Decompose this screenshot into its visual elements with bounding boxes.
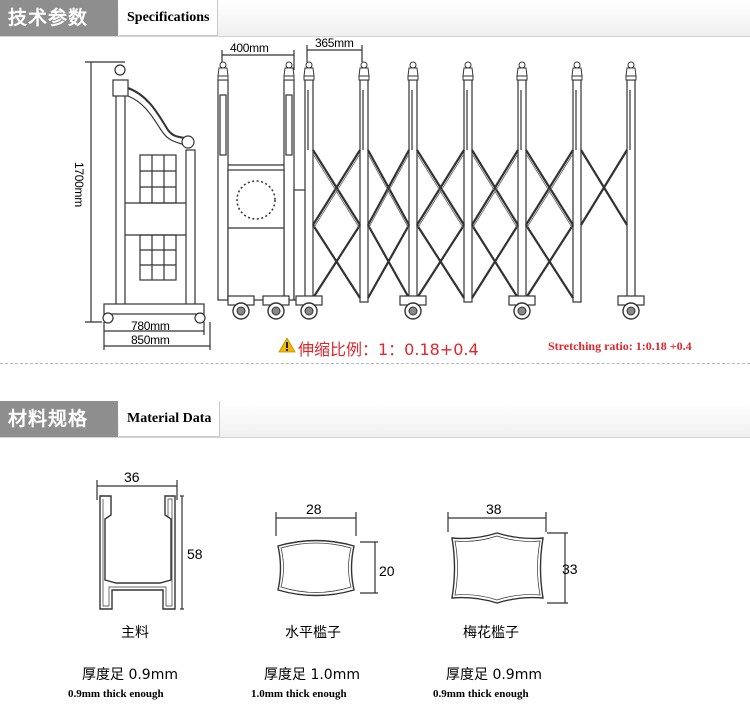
plum-bar-profile-drawing: [447, 512, 568, 604]
main-profile-drawing: [96, 480, 184, 610]
main-profile-height: 58: [187, 546, 203, 562]
gate-technical-drawing: [85, 45, 645, 353]
materials-header: 材料规格 Material Data: [0, 401, 750, 438]
plum-bar-width: 38: [486, 501, 502, 517]
main-profile-width: 36: [124, 469, 140, 485]
main-profile-thickness-en: 0.9mm thick enough: [68, 688, 164, 700]
horizontal-bar-width: 28: [306, 501, 322, 517]
stretching-ratio-cn: 伸缩比例：1：0.18+0.4: [298, 340, 479, 359]
plum-bar-height: 33: [562, 561, 578, 577]
side-view: [85, 61, 211, 350]
section-divider: [0, 363, 750, 364]
width-850-label: 850mm: [131, 333, 170, 347]
horizontal-bar-thickness-cn: 厚度足 1.0mm: [264, 667, 360, 683]
front-view: [217, 45, 645, 320]
horizontal-bar-profile-drawing: [275, 512, 378, 597]
head-width-label: 400mm: [230, 41, 269, 55]
material-profiles-drawing: [96, 480, 568, 610]
specifications-header: 技术参数 Specifications: [0, 0, 750, 37]
width-780-label: 780mm: [131, 319, 170, 333]
height-dimension-label: 1700mm: [72, 162, 86, 207]
materials-title-en: Material Data: [119, 401, 221, 437]
stretching-ratio-en: Stretching ratio: 1:0.18 +0.4: [548, 339, 692, 353]
plum-bar-thickness-en: 0.9mm thick enough: [433, 688, 529, 700]
main-profile-thickness-cn: 厚度足 0.9mm: [82, 667, 178, 683]
pitch-label: 365mm: [315, 36, 354, 50]
warning-icon: [278, 337, 296, 353]
main-profile-name: 主料: [121, 625, 149, 641]
horizontal-bar-name: 水平槛子: [285, 625, 341, 641]
plum-bar-thickness-cn: 厚度足 0.9mm: [446, 667, 542, 683]
plum-bar-name: 梅花槛子: [463, 625, 519, 641]
specifications-title-en: Specifications: [119, 0, 219, 36]
horizontal-bar-height: 20: [379, 563, 395, 579]
materials-title-cn: 材料规格: [0, 401, 118, 437]
horizontal-bar-thickness-en: 1.0mm thick enough: [251, 688, 347, 700]
specifications-title-cn: 技术参数: [0, 0, 118, 36]
